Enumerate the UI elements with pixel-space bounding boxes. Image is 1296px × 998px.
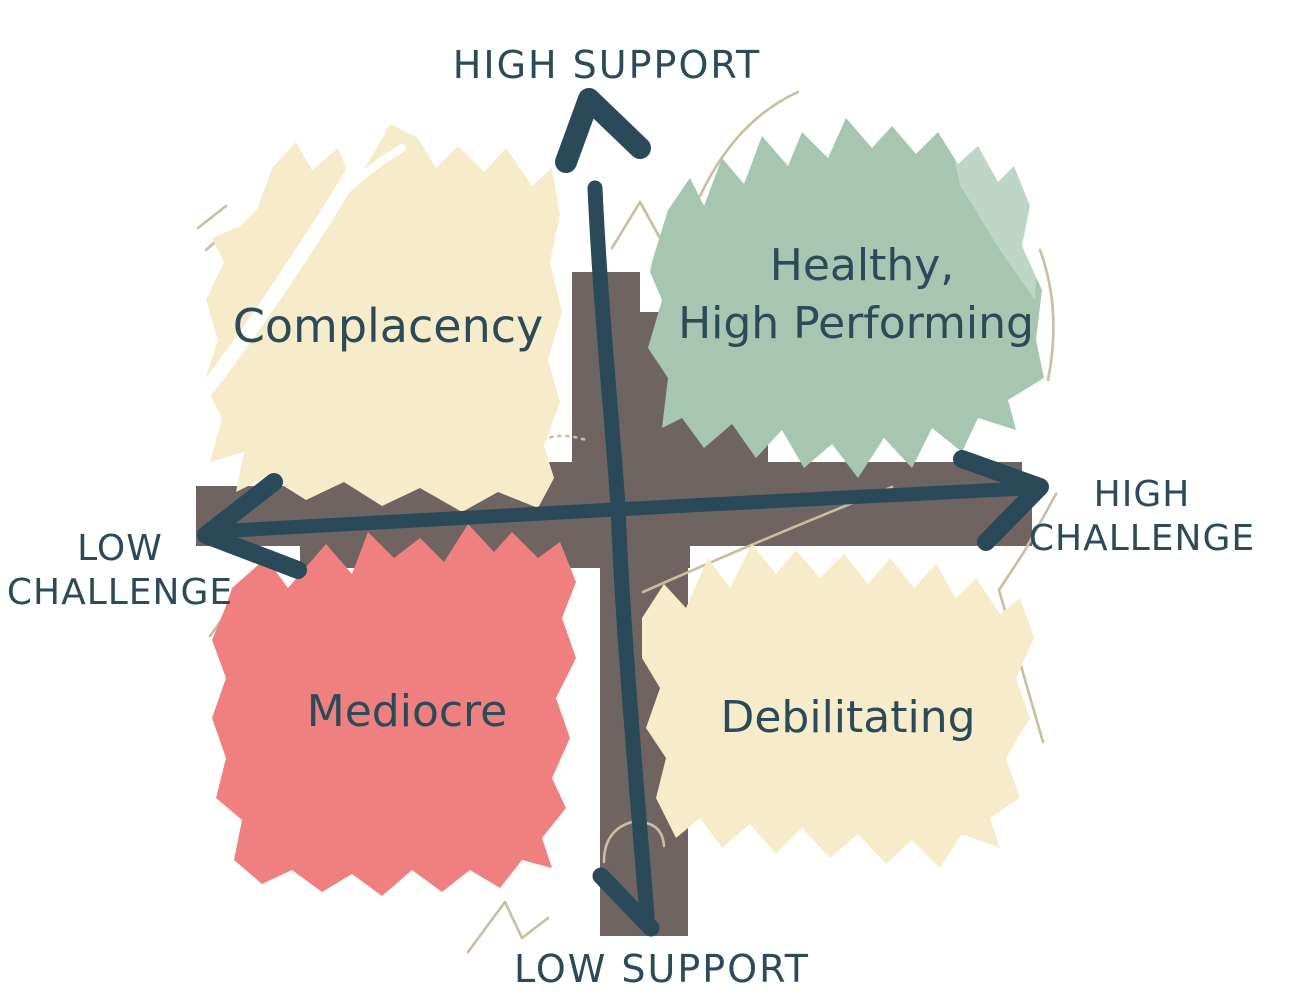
mediocre-blob [212, 524, 576, 896]
axis-labels: HIGH SUPPORT LOW SUPPORT LOW CHALLENGE H… [7, 43, 1255, 991]
horizontal-axis-line [215, 481, 1041, 538]
healthy-blob-light-patch [950, 125, 1040, 300]
scribble-right-edge-curve [1038, 248, 1055, 382]
axes [197, 88, 1049, 937]
scribble-top-arc [698, 90, 800, 198]
low-challenge-label-line2: CHALLENGE [7, 572, 233, 613]
left-arrowhead [197, 473, 307, 579]
healthy-label-line1: Healthy, [770, 240, 955, 291]
healthy-blob [648, 118, 1044, 478]
scribble-bottom-peak [466, 900, 550, 954]
complacency-label: Complacency [233, 299, 544, 353]
debilitating-label: Debilitating [720, 692, 975, 743]
high-challenge-label-line1: HIGH [1094, 474, 1191, 515]
high-support-label: HIGH SUPPORT [453, 43, 761, 87]
debilitating-blob [642, 544, 1034, 868]
highlight-slash [148, 123, 386, 460]
up-arrowhead [555, 88, 651, 173]
complacency-blob [204, 124, 562, 512]
quadrant-blobs [148, 118, 1044, 896]
right-arrowhead [953, 450, 1049, 551]
low-challenge-label-line1: LOW [77, 528, 163, 569]
healthy-label-line2: High Performing [678, 298, 1034, 349]
low-support-label: LOW SUPPORT [514, 947, 810, 991]
down-arrowhead [592, 867, 660, 937]
quadrant-labels: Complacency Healthy, High Performing Med… [233, 240, 1034, 743]
high-challenge-label-line2: CHALLENGE [1029, 518, 1255, 559]
highlight-slash-branch [328, 144, 406, 208]
mediocre-label: Mediocre [307, 686, 508, 737]
